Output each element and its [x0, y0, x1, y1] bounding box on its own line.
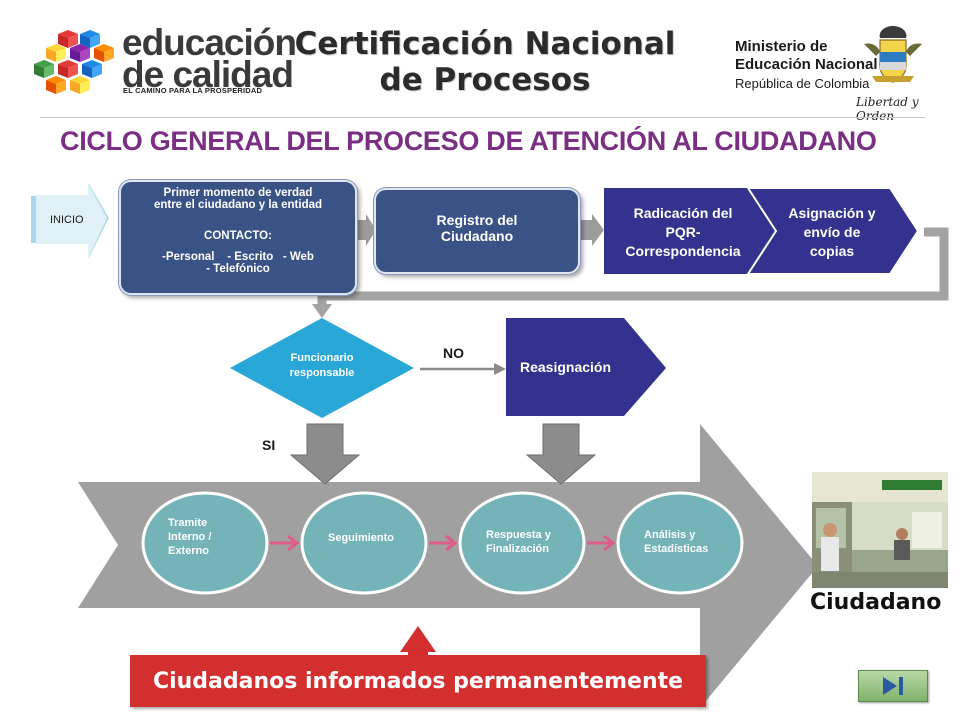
informed-banner: Ciudadanos informados permanentemente — [130, 655, 706, 707]
down-arrow-reasign — [525, 423, 597, 485]
asignacion-label: Asignación y envío de copias — [774, 204, 890, 261]
citizen-label: Ciudadano — [810, 590, 942, 615]
step-label-3: Respuesta y Finalización — [486, 528, 576, 556]
registro-line-1: Registro del — [436, 212, 518, 228]
citizen-photo — [812, 472, 948, 588]
asignacion-line-3: copias — [809, 243, 855, 259]
contact-line-2: - Telefónico — [206, 263, 270, 275]
feedback-loop — [317, 227, 949, 308]
step-label-4: Análisis y Estadísticas — [644, 528, 734, 556]
registro-line-2: Ciudadano — [440, 228, 514, 244]
down-arrow-si — [289, 423, 361, 485]
colorful-cubes-icon — [34, 30, 114, 94]
step-circle-3 — [458, 491, 586, 595]
step-4-line-2: Estadísticas — [644, 543, 709, 555]
start-chevron-inner — [36, 183, 107, 259]
header-divider — [40, 117, 925, 118]
step-3-line-2: Finalización — [486, 543, 549, 555]
first-moment-line-1: Primer momento de verdad — [163, 187, 313, 199]
step-1-line-1: Tramite — [168, 517, 208, 529]
process-arrow — [78, 424, 818, 708]
step-label-1: Tramite Interno / Externo — [168, 516, 248, 558]
title-line-1: Certificación Nacional — [294, 26, 676, 62]
start-label: INICIO — [50, 214, 84, 226]
connector-arrow-1 — [356, 214, 376, 246]
contact-label: CONTACTO: — [204, 230, 272, 242]
decision-line-1: Funcionario — [290, 352, 354, 364]
step-circle-4 — [616, 491, 744, 595]
asignacion-line-2: envío de — [803, 224, 861, 240]
process-title: CICLO GENERAL DEL PROCESO DE ATENCIÓN AL… — [60, 126, 877, 156]
motto-text: Libertad y Orden — [856, 95, 919, 123]
radicacion-label: Radicación del PQR- Correspondencia — [608, 204, 758, 261]
ministry-line-2: Educación Nacional — [735, 56, 878, 73]
radicacion-line-1: Radicación del — [633, 205, 733, 221]
yes-label: SI — [262, 437, 276, 453]
page-title: Certificación Nacional de Procesos — [260, 26, 710, 98]
no-arrowhead — [494, 363, 506, 375]
step-1-line-2: Interno / — [168, 531, 212, 543]
decision-line-2: responsable — [289, 367, 355, 379]
decision-label: Funcionario responsable — [262, 351, 382, 381]
first-moment-line-2: entre el ciudadano y la entidad — [153, 199, 323, 211]
logo-line-2: de calidad — [122, 54, 294, 95]
first-moment-box: Primer momento de verdad entre el ciudad… — [119, 180, 357, 295]
feedback-arrowhead — [312, 304, 332, 318]
connector-arrow-2 — [580, 214, 604, 246]
radicacion-line-3: Correspondencia — [625, 243, 741, 259]
title-line-2: de Procesos — [379, 62, 591, 98]
red-up-arrow — [400, 626, 436, 660]
play-pause-icon — [883, 677, 903, 695]
registro-box: Registro del Ciudadano — [374, 188, 580, 274]
no-label: NO — [443, 345, 464, 361]
asignacion-shape — [746, 187, 920, 275]
next-slide-button[interactable] — [858, 670, 928, 702]
step-1-line-3: Externo — [168, 545, 209, 557]
radicacion-shape — [604, 188, 776, 274]
informed-banner-text: Ciudadanos informados permanentemente — [152, 668, 684, 694]
colombia-coat-of-arms-icon — [864, 26, 922, 83]
step-circle-2 — [300, 491, 428, 595]
reasignacion-label: Reasignación — [520, 359, 612, 375]
radicacion-line-2: PQR- — [665, 224, 701, 240]
step-4-line-1: Análisis y — [644, 529, 696, 541]
reasignacion-shape — [506, 318, 666, 416]
step-circle-1 — [141, 491, 269, 595]
decision-diamond — [230, 318, 414, 418]
logo-tagline: EL CAMINO PARA LA PROSPERIDAD — [123, 86, 263, 95]
ministry-line-3: República de Colombia — [735, 76, 870, 91]
asignacion-line-1: Asignación y — [788, 205, 876, 221]
logo-line-1: educación — [122, 22, 297, 63]
step-3-line-1: Respuesta y — [486, 529, 551, 541]
contact-line-1: -Personal - Escrito - Web — [162, 251, 314, 263]
step-label-2: Seguimiento — [328, 531, 418, 545]
step-2-line-1: Seguimiento — [328, 532, 395, 544]
ministry-line-1: Ministerio de — [735, 38, 828, 55]
